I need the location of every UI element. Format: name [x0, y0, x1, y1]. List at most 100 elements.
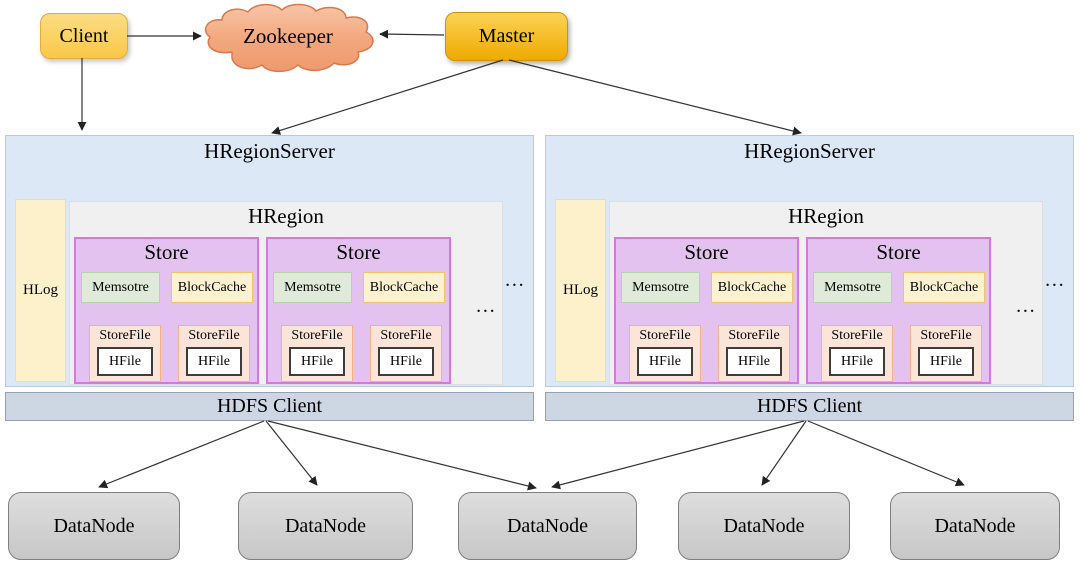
datanode-1: DataNode — [8, 492, 180, 560]
storefile-label: StoreFile — [831, 328, 883, 343]
memstore-label: Memsotre — [632, 279, 689, 295]
hregion-box: HRegion Store Memsotre BlockCache StoreF… — [609, 201, 1043, 385]
store-title: Store — [876, 240, 921, 264]
hfile-box: HFile — [918, 347, 974, 376]
hlog-box: HLog — [555, 199, 606, 382]
memstore-label: Memsotre — [284, 279, 341, 295]
hregionserver-title: HRegionServer — [744, 139, 875, 163]
store-title: Store — [336, 240, 381, 264]
client-node: Client — [40, 13, 128, 59]
arrow-hdfs1-to-datanode-2 — [265, 420, 318, 486]
storefile-row: StoreFile HFile StoreFile HFile — [89, 325, 250, 382]
hfile-box: HFile — [378, 347, 434, 376]
arrow-hdfs1-to-datanode-1 — [98, 420, 265, 489]
hfile-box: HFile — [97, 347, 153, 376]
blockcache-box: BlockCache — [903, 272, 985, 303]
datanode-2: DataNode — [238, 492, 413, 560]
store-title: Store — [144, 240, 189, 264]
storefile-row: StoreFile HFile StoreFile HFile — [281, 325, 442, 382]
hfile-label: HFile — [841, 353, 873, 369]
store-2: Store Memsotre BlockCache StoreFile HFil… — [806, 237, 991, 384]
arrow-master-to-hregionserver-2 — [508, 59, 802, 136]
storefile-label: StoreFile — [99, 328, 151, 343]
storefile-1: StoreFile HFile — [281, 325, 353, 382]
store-1: Store Memsotre BlockCache StoreFile HFil… — [614, 237, 799, 384]
store-title: Store — [684, 240, 729, 264]
master-label: Master — [478, 25, 535, 47]
storefile-row: StoreFile HFile StoreFile HFile — [629, 325, 790, 382]
hfile-label: HFile — [198, 353, 230, 369]
storefile-label: StoreFile — [380, 328, 432, 343]
more-stores-ellipsis: ... — [1016, 300, 1037, 316]
more-hregions-ellipsis: ... — [505, 274, 526, 290]
arrow-hdfs2-to-datanode-4 — [761, 420, 807, 486]
hfile-label: HFile — [930, 353, 962, 369]
datanode-label: DataNode — [723, 514, 805, 537]
hfile-label: HFile — [109, 353, 141, 369]
blockcache-label: BlockCache — [717, 279, 787, 295]
storefile-2: StoreFile HFile — [178, 325, 250, 382]
datanode-4: DataNode — [678, 492, 850, 560]
hregion-title: HRegion — [788, 204, 864, 228]
datanode-label: DataNode — [284, 514, 367, 537]
arrow-master-to-zookeeper — [379, 29, 445, 39]
storefile-label: StoreFile — [188, 328, 240, 343]
store-cache-row: Memsotre BlockCache — [273, 272, 445, 303]
hfile-box: HFile — [637, 347, 693, 376]
storefile-label: StoreFile — [920, 328, 972, 343]
hfile-label: HFile — [390, 353, 422, 369]
hregion-box: HRegion Store Memsotre BlockCache StoreF… — [69, 201, 503, 385]
datanode-label: DataNode — [934, 514, 1016, 537]
store-2: Store Memsotre BlockCache StoreFile HFil… — [266, 237, 451, 384]
storefile-label: StoreFile — [639, 328, 691, 343]
datanode-label: DataNode — [506, 514, 589, 537]
datanode-5: DataNode — [890, 492, 1060, 560]
memstore-box: Memsotre — [621, 272, 700, 303]
client-label: Client — [59, 24, 109, 47]
datanode-label: DataNode — [53, 514, 135, 537]
hfile-label: HFile — [738, 353, 770, 369]
hregionserver-2: HRegionServer HLog HRegion Store Memsotr… — [545, 135, 1074, 387]
zookeeper-node: Zookeeper — [196, 2, 380, 74]
store-cache-row: Memsotre BlockCache — [621, 272, 793, 303]
arrow-hdfs2-to-datanode-3 — [551, 420, 805, 490]
hfile-box: HFile — [289, 347, 345, 376]
hdfs-client-1: HDFS Client — [5, 392, 534, 421]
hdfs-client-2: HDFS Client — [545, 392, 1074, 421]
hfile-box: HFile — [186, 347, 242, 376]
hregionserver-1: HRegionServer HLog HRegion Store Memsotr… — [5, 135, 534, 387]
hdfs-client-label: HDFS Client — [756, 395, 863, 417]
blockcache-box: BlockCache — [171, 272, 253, 303]
storefile-1: StoreFile HFile — [89, 325, 161, 382]
zookeeper-label: Zookeeper — [243, 24, 333, 48]
hfile-label: HFile — [301, 353, 333, 369]
hregion-title: HRegion — [248, 204, 324, 228]
more-stores-ellipsis: ... — [476, 300, 497, 316]
arrow-hdfs2-to-datanode-5 — [807, 420, 965, 487]
blockcache-box: BlockCache — [363, 272, 445, 303]
blockcache-label: BlockCache — [177, 279, 247, 295]
storefile-1: StoreFile HFile — [629, 325, 701, 382]
hlog-label: HLog — [563, 282, 598, 298]
blockcache-box: BlockCache — [711, 272, 793, 303]
storefile-row: StoreFile HFile StoreFile HFile — [821, 325, 982, 382]
more-hregions-ellipsis: ... — [1045, 274, 1066, 290]
blockcache-label: BlockCache — [369, 279, 439, 295]
store-cache-row: Memsotre BlockCache — [813, 272, 985, 303]
arrow-hdfs1-to-datanode-3 — [267, 420, 537, 491]
memstore-box: Memsotre — [273, 272, 352, 303]
store-1: Store Memsotre BlockCache StoreFile HFil… — [74, 237, 259, 384]
memstore-box: Memsotre — [81, 272, 160, 303]
storefile-label: StoreFile — [728, 328, 780, 343]
storefile-1: StoreFile HFile — [821, 325, 893, 382]
memstore-box: Memsotre — [813, 272, 892, 303]
memstore-label: Memsotre — [824, 279, 881, 295]
hfile-label: HFile — [649, 353, 681, 369]
hregionserver-title: HRegionServer — [204, 139, 335, 163]
storefile-label: StoreFile — [291, 328, 343, 343]
master-node: Master — [445, 12, 568, 61]
hlog-label: HLog — [23, 282, 58, 298]
storefile-2: StoreFile HFile — [718, 325, 790, 382]
hfile-box: HFile — [726, 347, 782, 376]
